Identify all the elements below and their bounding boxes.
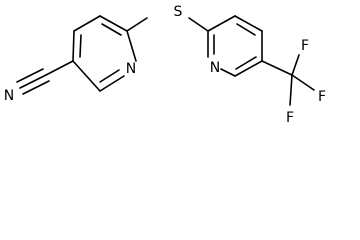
nitrile-triple-bond-3: [22, 80, 50, 95]
chemical-structure: N S N F F F N: [4, 4, 326, 126]
ring1-bond-c5-c6: [99, 15, 128, 32]
pyridine-ring-right: N: [207, 15, 263, 77]
ring2-nitrogen-label: N: [210, 60, 220, 76]
cf3-f-bottom-bond: [289, 74, 293, 106]
ring2-double-bond-c3-c4: [236, 23, 256, 36]
nitrile-carbon-ring-bond: [45, 60, 74, 76]
fluorine-top-label: F: [301, 38, 309, 54]
ring1-nitrogen-label: N: [126, 61, 136, 77]
thioether-linkage: S: [126, 4, 209, 32]
ring-cf3-bond: [261, 60, 293, 76]
fluorine-bottom-label: F: [286, 110, 294, 126]
ring2-bond-c6-n1: [220, 68, 236, 77]
sulfur-c2prime-bond: [188, 17, 209, 32]
ring2-bond-c2-c3: [207, 15, 236, 32]
cf3-f-top-bond: [291, 54, 300, 76]
ring1-bond-c6-n1: [126, 30, 137, 62]
ring1-double-bond-c3-c4: [79, 34, 82, 58]
ring2-bond-c5-c6: [234, 60, 263, 77]
nitrile-triple-bond-2: [16, 68, 44, 83]
trifluoromethyl-group: F F F: [261, 38, 326, 126]
ring1-bond-n1-c2: [99, 75, 125, 92]
nitrile-triple-bond-1: [19, 74, 47, 89]
nitrile-nitrogen-label: N: [4, 88, 14, 104]
ring1-bond-c4-c5: [73, 15, 101, 32]
pyridine-ring-left: N: [72, 15, 137, 92]
ring1-double-bond-c5-c6: [101, 23, 122, 36]
c6-sulfur-bond: [126, 17, 148, 32]
cf3-f-right-bond: [291, 74, 315, 91]
ring2-bond-c3-c4: [234, 15, 263, 32]
ring2-double-bond-c5-c6: [235, 56, 257, 70]
ring1-bond-c2-c3: [72, 60, 101, 92]
sulfur-label: S: [174, 4, 183, 20]
nitrile-group: [16, 60, 74, 95]
ring1-bond-c3-c4: [72, 30, 75, 62]
fluorine-right-label: F: [318, 89, 326, 105]
ring1-double-bond-n1-c2: [99, 69, 120, 83]
